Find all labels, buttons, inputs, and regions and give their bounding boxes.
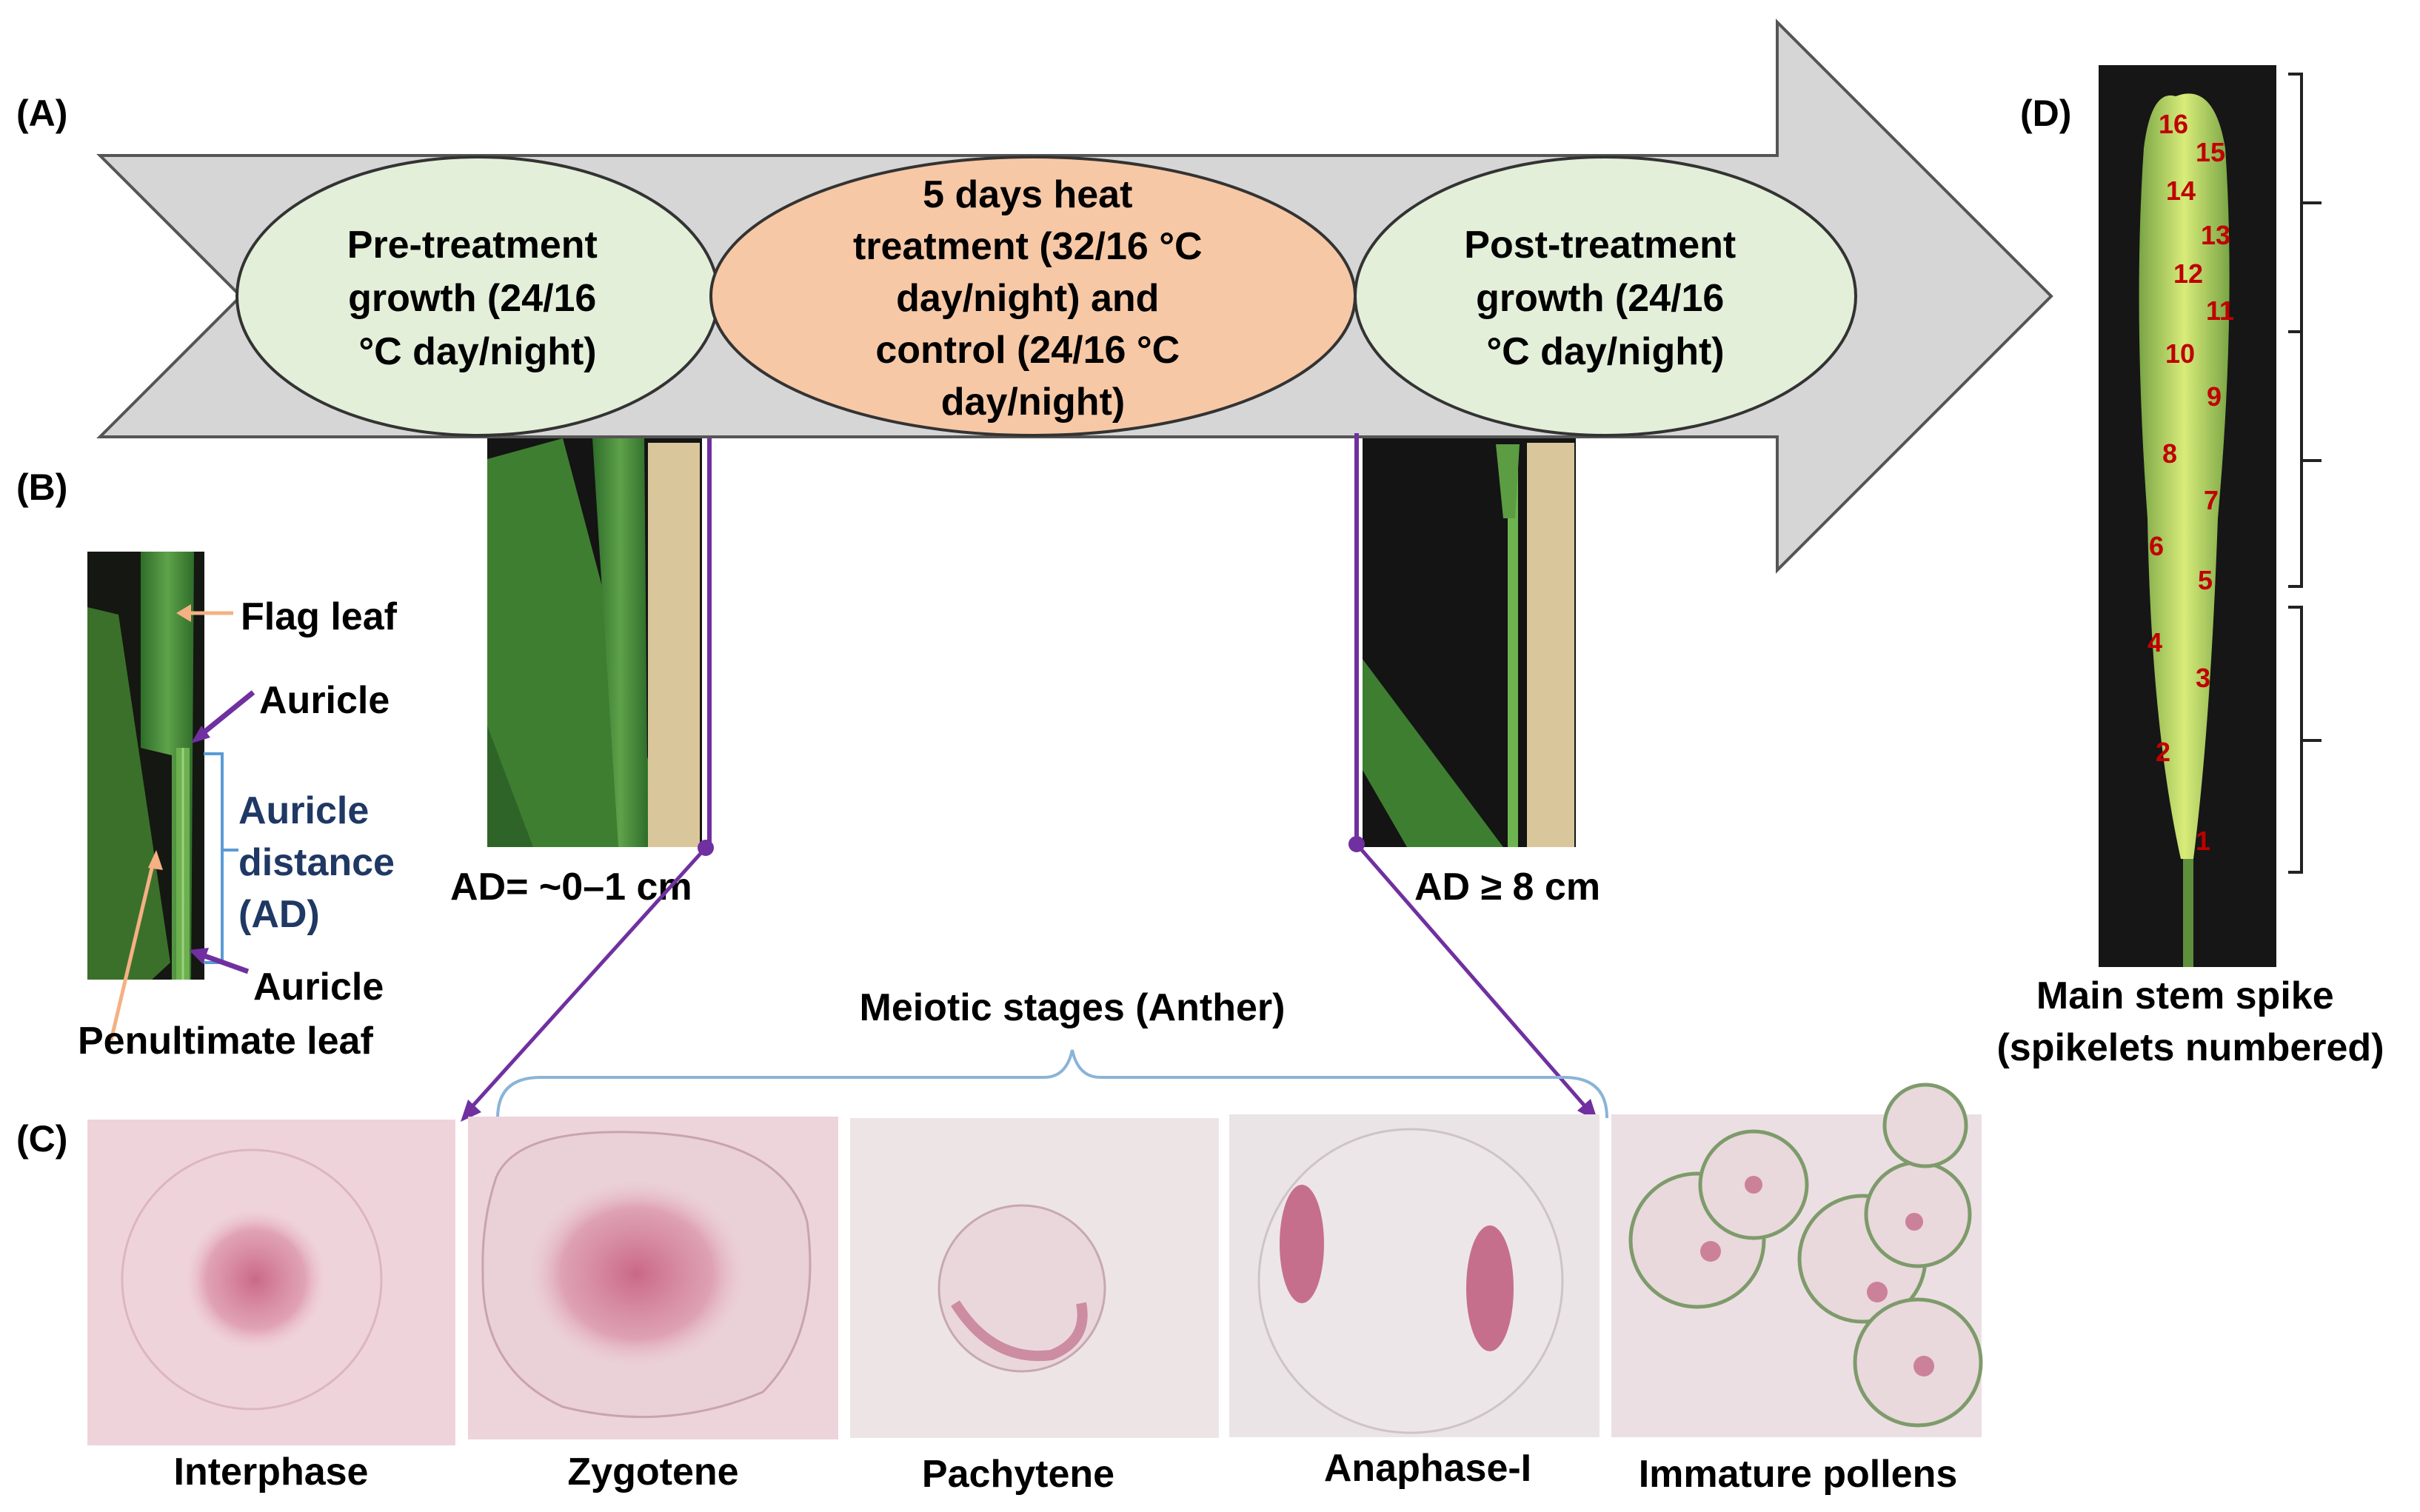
post-treatment-label: Post-treatment growth (24/16 °C day/nigh… bbox=[1464, 224, 1746, 373]
spike-photo bbox=[2099, 65, 2276, 967]
auricle-distance-bracket bbox=[204, 752, 238, 964]
spikelet-number: 5 bbox=[2198, 565, 2213, 595]
penultimate-leaf-arrowhead bbox=[148, 850, 163, 870]
micrograph-immature-pollens bbox=[1611, 1083, 1983, 1437]
ad-start-label: AD= ~0–1 cm bbox=[450, 866, 692, 909]
spikelet-number: 1 bbox=[2196, 826, 2210, 856]
micrograph-zygotene bbox=[468, 1117, 838, 1439]
start-arrowhead bbox=[461, 1100, 481, 1122]
spike-bracket-middle bbox=[2288, 330, 2322, 588]
panel-label-c: (C) bbox=[16, 1118, 67, 1160]
spikelet-number: 14 bbox=[2166, 175, 2196, 206]
spikelet-number: 12 bbox=[2173, 258, 2203, 289]
stage-label-immature-pollens: Immature pollens bbox=[1639, 1453, 1958, 1496]
spikelet-number: 13 bbox=[2201, 220, 2230, 250]
spike-caption: Main stem spike (spikelets numbered) bbox=[1996, 974, 2384, 1069]
penultimate-leaf-pointer bbox=[109, 858, 156, 1041]
stage-label-pachytene: Pachytene bbox=[922, 1453, 1114, 1496]
spikelet-number: 15 bbox=[2196, 137, 2225, 167]
spikelet-number: 4 bbox=[2147, 627, 2162, 658]
start-to-stages-arrow bbox=[464, 846, 707, 1116]
spike-bracket-bottom bbox=[2288, 606, 2322, 874]
panel-label-d: (D) bbox=[2020, 93, 2071, 134]
spikelet-number: 11 bbox=[2206, 295, 2234, 326]
stage-label-anaphase-i: Anaphase-I bbox=[1324, 1447, 1531, 1490]
spikelet-number: 7 bbox=[2204, 485, 2219, 515]
micrograph-interphase bbox=[87, 1120, 455, 1445]
stage-label-zygotene: Zygotene bbox=[567, 1451, 738, 1493]
auricle-top-pointer bbox=[196, 690, 255, 739]
pre-treatment-label: Pre-treatment growth (24/16 °C day/night… bbox=[347, 224, 609, 373]
panel-label-b: (B) bbox=[16, 466, 67, 508]
auricle-photo bbox=[87, 552, 204, 980]
end-to-stages-arrow bbox=[1355, 843, 1594, 1116]
panel-label-a: (A) bbox=[16, 93, 67, 134]
spikelet-number: 8 bbox=[2162, 438, 2177, 469]
panel-c: (C) Interphase Zygotene Pachytene Anapha… bbox=[16, 1083, 1983, 1496]
meiotic-stages-brace bbox=[496, 1049, 1608, 1119]
spikelet-number: 10 bbox=[2165, 338, 2195, 369]
penultimate-leaf-label: Penultimate leaf bbox=[78, 1020, 373, 1063]
auricle-bottom-arrowhead bbox=[189, 948, 209, 964]
micrograph-pachytene bbox=[850, 1118, 1219, 1438]
post-treatment-ellipse bbox=[1354, 155, 1857, 437]
spikelet-number: 9 bbox=[2207, 381, 2222, 412]
heat-treatment-label: 5 days heat treatment (32/16 °C day/nigh… bbox=[853, 173, 1213, 424]
flag-leaf-arrowhead bbox=[176, 604, 191, 622]
spike-bracket-top bbox=[2288, 73, 2322, 333]
spikelet-number: 6 bbox=[2149, 531, 2164, 561]
auricle-top-label: Auricle bbox=[259, 679, 390, 722]
spikelet-number: 3 bbox=[2196, 663, 2210, 693]
auricle-distance-label: Auricle distance (AD) bbox=[238, 789, 405, 936]
spikelet-number: 2 bbox=[2156, 737, 2170, 767]
meiotic-stages-title: Meiotic stages (Anther) bbox=[860, 986, 1286, 1029]
stage-label-interphase: Interphase bbox=[174, 1451, 369, 1493]
spikelet-number: 16 bbox=[2159, 109, 2188, 139]
auricle-bottom-label: Auricle bbox=[253, 966, 384, 1008]
auricle-bottom-pointer bbox=[197, 951, 250, 974]
flag-leaf-label: Flag leaf bbox=[241, 595, 398, 638]
auricle-top-arrowhead bbox=[191, 726, 210, 743]
ad-end-photo bbox=[1363, 438, 1576, 847]
panel-a: (A) Pre-treatment growth (24/16 °C day/n… bbox=[16, 19, 2053, 574]
ad-end-label: AD ≥ 8 cm bbox=[1414, 866, 1600, 909]
panel-b: (B) Flag leaf Auricle Auricle distance (… bbox=[16, 466, 405, 1063]
micrograph-anaphase-i bbox=[1229, 1114, 1600, 1437]
ad-start-photo bbox=[487, 438, 702, 847]
